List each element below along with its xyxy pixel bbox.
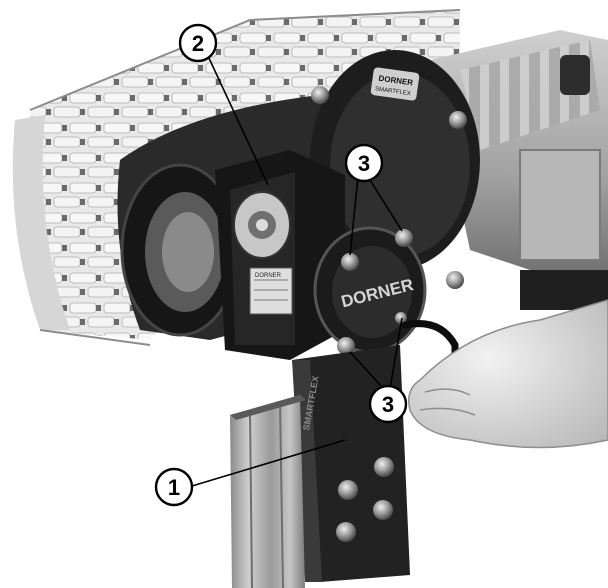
callout-leaders [191,55,403,487]
gearbox: DORNER [215,150,345,360]
callout-2-text: 2 [192,31,204,56]
bolt-top-left [341,253,359,271]
callout-1: 1 [154,467,194,507]
hand-with-hex-key [401,299,608,449]
gearbox-brand-label: DORNER [255,273,282,279]
cover-bolts [337,229,413,355]
motor-flange: DORNER SMARTFLEX [310,50,480,289]
cover-plate: DORNER [313,226,427,354]
flange-brand-sublabel: SMARTFLEX [375,86,411,97]
callout-3-bottom-text: 3 [382,392,394,417]
bolt-top-right [395,229,413,247]
callout-2: 2 [178,23,218,63]
callout-3-top-text: 3 [358,151,370,176]
bolt-bottom-right [395,312,407,324]
callout-1-text: 1 [168,475,180,500]
electric-motor [430,30,608,310]
mounting-bracket: SMARTFLEX [292,345,410,582]
callout-3-top: 3 [344,143,384,183]
support-column [230,395,306,588]
bolt-bottom-left [337,337,355,355]
callout-3-bottom: 3 [368,384,408,424]
